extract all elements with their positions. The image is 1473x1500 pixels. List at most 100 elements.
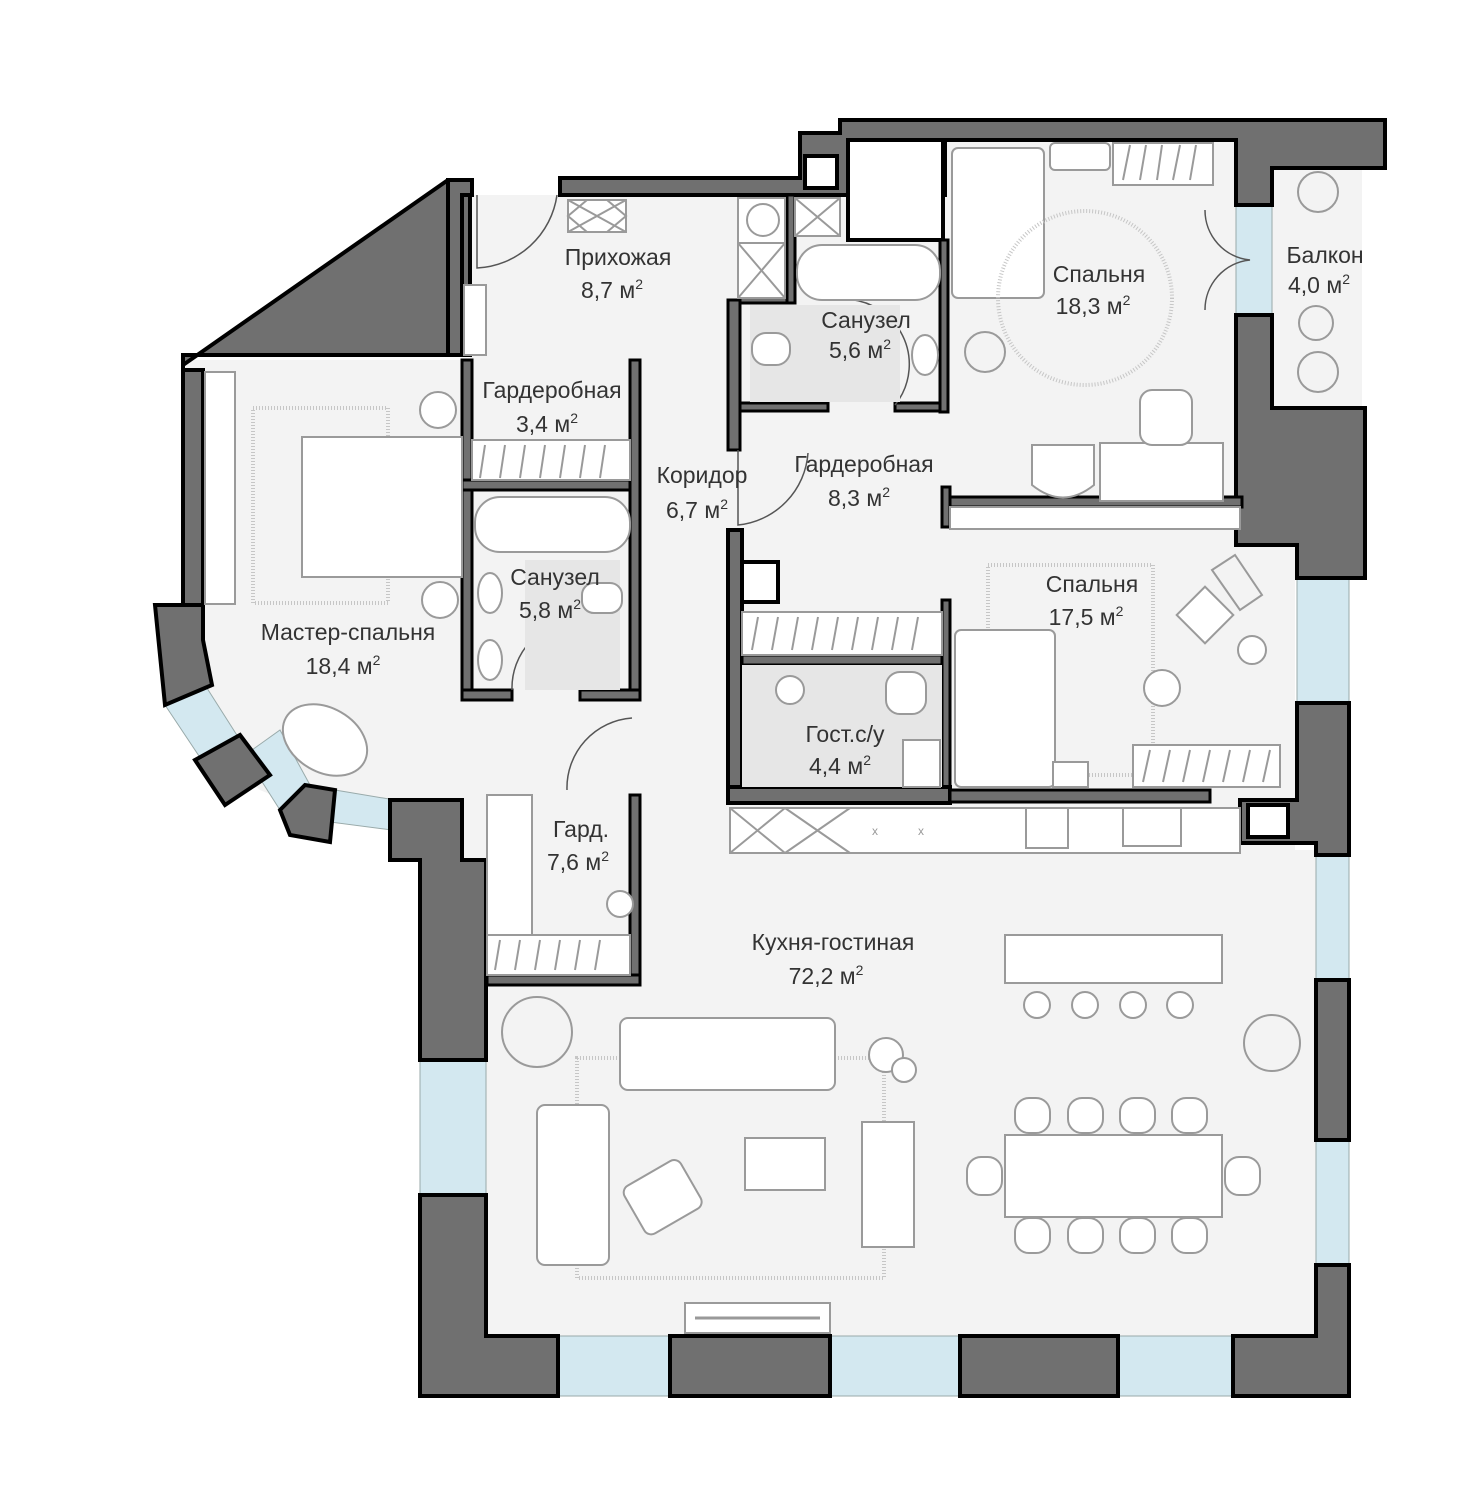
toilet-3-icon bbox=[885, 671, 927, 715]
window-kitchen-bottom-1 bbox=[557, 1335, 671, 1397]
room-label-wardrobe-2: Гардеробная 8,3 м2 bbox=[794, 451, 933, 511]
dining-chair-1-icon bbox=[1014, 1097, 1051, 1134]
desk-icon bbox=[1099, 442, 1224, 502]
cooktop-icon bbox=[1025, 807, 1069, 849]
coffee-table-icon bbox=[744, 1137, 826, 1191]
svg-text:Гардеробная: Гардеробная bbox=[482, 377, 621, 403]
svg-text:7,6 м2: 7,6 м2 bbox=[547, 848, 609, 875]
svg-text:Мастер-спальня: Мастер-спальня bbox=[261, 619, 436, 645]
single-bed-2-icon bbox=[954, 629, 1056, 788]
pouf-2-icon bbox=[606, 890, 634, 918]
vent-shaft-2 bbox=[846, 138, 945, 242]
room-label-kitchen-living: Кухня-гостиная 72,2 м2 bbox=[752, 929, 915, 989]
dining-chair-5-icon bbox=[1014, 1217, 1051, 1254]
window-kitchen-bottom-2 bbox=[829, 1335, 961, 1397]
room-label-hallway: Прихожая 8,7 м2 bbox=[565, 244, 672, 303]
entry-door-icon bbox=[476, 194, 558, 269]
desk-chair-icon bbox=[1139, 389, 1193, 446]
bar-stool-1-icon bbox=[1023, 991, 1051, 1019]
bar-stool-3-icon bbox=[1119, 991, 1147, 1019]
room-label-corridor: Коридор 6,7 м2 bbox=[657, 462, 748, 523]
easel-icon bbox=[1210, 553, 1264, 612]
sink-4-icon bbox=[902, 739, 941, 788]
furniture: x x bbox=[204, 142, 1339, 1334]
window-kitchen-left bbox=[419, 1059, 487, 1196]
room-label-bathroom-2: Санузел 5,8 м2 bbox=[510, 564, 600, 623]
balcony-table-icon bbox=[1298, 305, 1334, 341]
svg-text:18,4 м2: 18,4 м2 bbox=[306, 652, 381, 679]
balcony-chair-2-icon bbox=[1297, 351, 1339, 393]
balcony-door-left-icon bbox=[1204, 209, 1251, 311]
double-bed-icon bbox=[301, 436, 463, 578]
room-label-bedroom-1: Спальня 18,3 м2 bbox=[1053, 261, 1145, 319]
svg-text:5,8 м2: 5,8 м2 bbox=[519, 596, 581, 623]
svg-text:Санузел: Санузел bbox=[821, 307, 911, 333]
svg-text:4,0 м2: 4,0 м2 bbox=[1288, 271, 1350, 298]
svg-text:Гард.: Гард. bbox=[553, 816, 609, 842]
window-balcony-door bbox=[1235, 204, 1273, 316]
room-label-bathroom-1: Санузел 5,6 м2 bbox=[821, 307, 911, 363]
washing-machine-icon bbox=[746, 203, 780, 237]
room-label-guest-wc: Гост.с/у 4,4 м2 bbox=[806, 721, 885, 779]
svg-text:Прихожая: Прихожая bbox=[565, 244, 672, 270]
vent-shaft-4 bbox=[740, 560, 780, 604]
windows bbox=[164, 204, 1350, 1397]
svg-text:Балкон: Балкон bbox=[1286, 242, 1363, 268]
svg-text:5,6 м2: 5,6 м2 bbox=[829, 336, 891, 363]
shower-drain-icon bbox=[775, 675, 805, 705]
dining-chair-7-icon bbox=[1119, 1217, 1156, 1254]
tv-console-icon bbox=[204, 371, 236, 605]
room-label-bedroom-2: Спальня 17,5 м2 bbox=[1046, 571, 1138, 630]
svg-text:8,7 м2: 8,7 м2 bbox=[581, 276, 643, 303]
svg-text:x: x bbox=[872, 824, 878, 838]
dining-chair-10-icon bbox=[1224, 1156, 1261, 1196]
bathtub-2-icon bbox=[474, 496, 631, 553]
svg-text:17,5 м2: 17,5 м2 bbox=[1049, 603, 1124, 630]
nightstand-icon bbox=[1049, 142, 1111, 171]
room-label-master-bedroom: Мастер-спальня 18,4 м2 bbox=[261, 619, 436, 679]
bar-stool-2-icon bbox=[1071, 991, 1099, 1019]
room-labels: Прихожая 8,7 м2 Санузел 5,6 м2 Спальня 1… bbox=[261, 242, 1364, 989]
svg-text:x: x bbox=[918, 824, 924, 838]
dining-chair-9-icon bbox=[966, 1156, 1003, 1196]
window-kitchen-right-1 bbox=[1315, 854, 1350, 981]
svg-text:72,2 м2: 72,2 м2 bbox=[789, 962, 864, 989]
room-label-wardrobe-1: Гардеробная 3,4 м2 bbox=[482, 377, 621, 437]
bar-stool-4-icon bbox=[1166, 991, 1194, 1019]
single-bed-icon bbox=[951, 147, 1045, 299]
armchair-icon bbox=[1031, 444, 1095, 499]
nightstand-3-icon bbox=[421, 581, 459, 619]
svg-text:Коридор: Коридор bbox=[657, 462, 748, 488]
walls bbox=[152, 118, 1387, 1398]
toilet-icon bbox=[751, 332, 791, 366]
console-shelf-icon bbox=[463, 284, 487, 356]
teddy-bear-icon bbox=[1143, 669, 1181, 707]
svg-text:6,7 м2: 6,7 м2 bbox=[666, 496, 728, 523]
dining-chair-6-icon bbox=[1067, 1217, 1104, 1254]
room-label-wardrobe-3: Гард. 7,6 м2 bbox=[547, 816, 609, 875]
dining-chair-8-icon bbox=[1171, 1217, 1208, 1254]
bathtub-icon bbox=[796, 244, 941, 301]
kitchen-door-icon bbox=[566, 717, 633, 791]
kitchen-island-icon bbox=[1004, 934, 1223, 984]
round-rug bbox=[996, 209, 1174, 387]
window-kitchen-right-2 bbox=[1315, 1139, 1350, 1266]
room-label-balcony: Балкон 4,0 м2 bbox=[1286, 242, 1363, 298]
toilet-2-icon bbox=[581, 582, 623, 614]
svg-text:8,3 м2: 8,3 м2 bbox=[828, 484, 890, 511]
flower-plant-icon bbox=[1243, 1014, 1301, 1072]
wardrobe-rack-icon bbox=[471, 439, 631, 481]
wardrobe-rack-2-icon bbox=[949, 506, 1241, 530]
sofa-icon bbox=[619, 1017, 836, 1091]
svg-text:3,4 м2: 3,4 м2 bbox=[516, 410, 578, 437]
plant-icon bbox=[964, 331, 1006, 373]
wardrobe-rack-4-icon bbox=[486, 794, 533, 936]
vent-shaft-3 bbox=[1246, 803, 1290, 839]
svg-text:Спальня: Спальня bbox=[1046, 571, 1138, 597]
svg-text:Спальня: Спальня bbox=[1053, 261, 1145, 287]
window-kitchen-bottom-3 bbox=[1117, 1335, 1234, 1397]
window-bedroom2 bbox=[1296, 577, 1350, 704]
pouf-icon bbox=[1237, 635, 1267, 665]
sofa-2-icon bbox=[536, 1104, 610, 1266]
